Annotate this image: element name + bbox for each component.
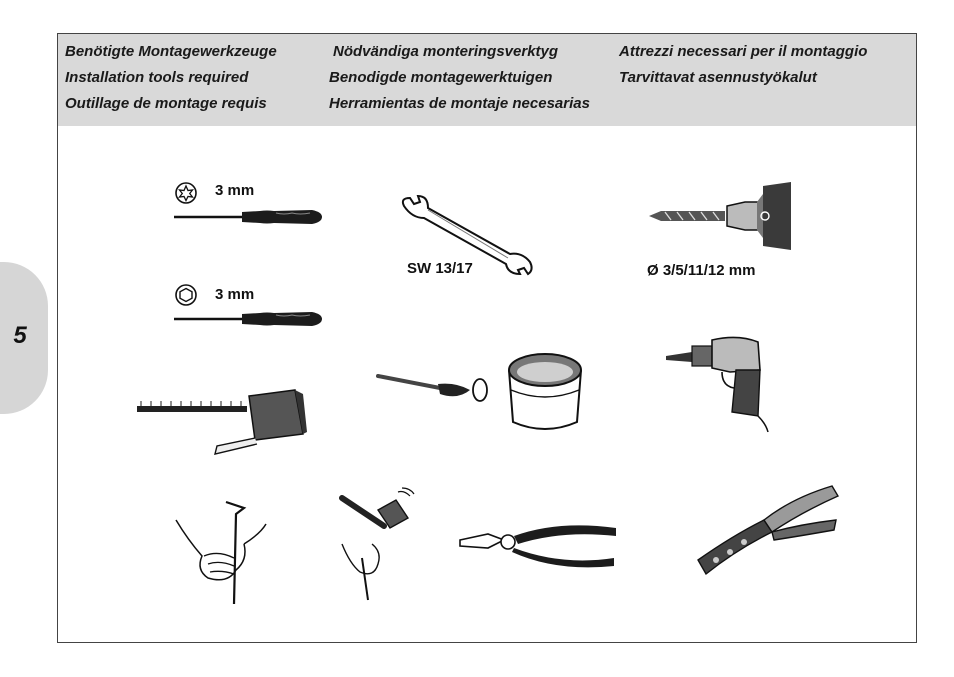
- heading-en: Installation tools required: [65, 69, 249, 86]
- tape-measure-icon: [137, 389, 307, 455]
- hex-key-icon: [175, 284, 197, 306]
- hex-size-label: 3 mm: [215, 286, 255, 303]
- awl-icon: [175, 500, 267, 605]
- brush-icon: [376, 374, 488, 402]
- page-number: 5: [13, 322, 27, 349]
- wrench-size-label: SW 13/17: [407, 260, 473, 277]
- torx-icon: [175, 182, 197, 204]
- hammer-icon: [339, 487, 415, 601]
- torx-screwdriver-icon: [174, 210, 322, 224]
- page-tab: [0, 262, 48, 414]
- wire-stripper-icon: [697, 485, 840, 576]
- heading-nl: Benodigde montagewerktuigen: [329, 69, 553, 86]
- heading-de: Benötigte Montagewerkzeuge: [65, 43, 277, 60]
- heading-fr: Outillage de montage requis: [65, 95, 267, 112]
- power-drill-icon: [666, 336, 769, 433]
- drill-size-label: Ø 3/5/11/12 mm: [647, 262, 756, 279]
- pliers-icon: [459, 525, 616, 568]
- heading-it: Attrezzi necessari per il montaggio: [619, 43, 868, 60]
- torx-size-label: 3 mm: [215, 182, 255, 199]
- header-band: Benötigte Montagewerkzeuge Installation …: [58, 34, 916, 126]
- heading-sv: Nödvändiga monteringsverktyg: [333, 43, 559, 60]
- heading-es: Herramientas de montaje necesarias: [329, 95, 590, 112]
- hex-screwdriver-icon: [174, 312, 322, 326]
- wrench-icon: [401, 194, 533, 276]
- drill-chuck-icon: [649, 182, 791, 250]
- heading-fi: Tarvittavat asennustyökalut: [619, 69, 817, 86]
- glue-pot-icon: [508, 353, 582, 430]
- tools-frame: Benötigte Montagewerkzeuge Installation …: [57, 33, 917, 643]
